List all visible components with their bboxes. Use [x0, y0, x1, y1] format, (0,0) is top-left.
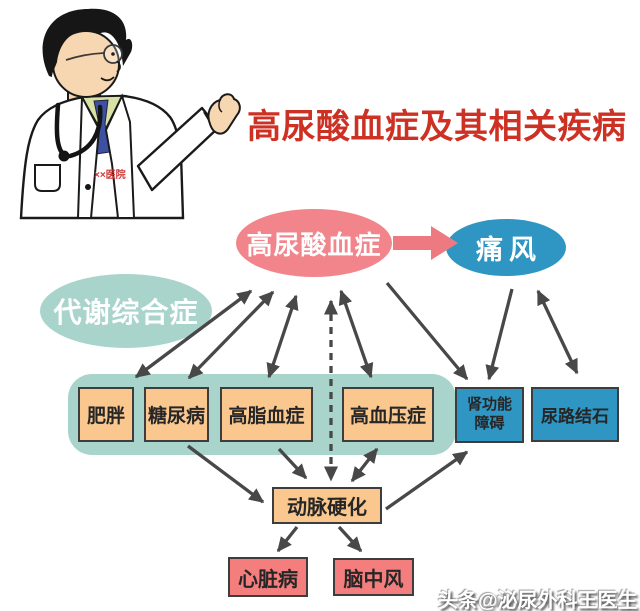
node-hyperuricemia-label: 高尿酸血症 [246, 229, 382, 260]
edge-arteriosclerosis-heart [276, 525, 299, 553]
stethoscope-chestpiece [58, 150, 70, 162]
node-hyperuricemia: 高尿酸血症 [236, 209, 392, 277]
edge-gout-stones [536, 289, 579, 375]
page-title: 高尿酸血症及其相关疾病 [247, 108, 627, 146]
doctor-hair [42, 8, 133, 78]
edge-hyperuricemia-hypertension [338, 289, 374, 379]
doctor-lapel-left [76, 93, 101, 219]
node-urinary-stones-label: 尿路结石 [541, 407, 609, 426]
node-obesity: 肥胖 [78, 387, 134, 442]
edge-arteriosclerosis-stroke [337, 525, 363, 553]
node-gout-label: 痛风 [476, 235, 542, 265]
node-arteriosclerosis-label: 动脉硬化 [287, 497, 367, 519]
watermark: 头条@泌尿外科王医生 [438, 590, 638, 611]
node-diabetes: 糖尿病 [144, 387, 209, 442]
edge-hyperuricemia-hyperlipidemia [266, 294, 299, 379]
hand-thumb-line [218, 99, 223, 113]
glasses-temple [65, 52, 105, 61]
stethoscope-tube-right [67, 104, 103, 159]
coat-pocket [34, 164, 61, 192]
node-obesity-label: 肥胖 [86, 406, 125, 427]
doctor-nose [116, 60, 121, 73]
edge-hyperuricemia-renal [385, 281, 469, 381]
node-metabolic-syndrome: 代谢综合症 [40, 274, 212, 348]
node-stroke-label: 脑中风 [343, 568, 404, 591]
node-hypertension: 高血压症 [342, 387, 434, 442]
node-heart-disease-label: 心脏病 [238, 568, 298, 591]
node-stroke: 脑中风 [333, 558, 414, 596]
renal-label-line1: 肾功能 [466, 396, 512, 414]
renal-label-line2: 障碍 [474, 415, 505, 432]
doctor-eye [111, 52, 115, 56]
node-arteriosclerosis: 动脉硬化 [272, 487, 382, 524]
edge-gout-renal [485, 288, 514, 381]
node-urinary-stones: 尿路结石 [531, 387, 619, 442]
node-renal-dysfunction-label: 肾功能 障碍 [467, 396, 512, 434]
doctor-hand [207, 93, 241, 135]
node-renal-dysfunction: 肾功能 障碍 [455, 387, 524, 443]
node-diabetes-label: 糖尿病 [147, 406, 205, 427]
node-hyperlipidemia: 高脂血症 [220, 387, 313, 442]
coat-button [85, 184, 91, 190]
doctor-illustration: ××医院 [19, 8, 241, 220]
doctor-lapel-right [104, 93, 136, 219]
node-metabolic-syndrome-label: 代谢综合症 [53, 297, 199, 328]
node-heart-disease: 心脏病 [228, 557, 308, 597]
node-gout: 痛风 [446, 219, 566, 276]
doctor-mouth [100, 76, 115, 82]
hospital-badge: ××医院 [94, 168, 126, 181]
node-hypertension-label: 高血压症 [349, 406, 426, 427]
node-hyperlipidemia-label: 高脂血症 [228, 406, 305, 427]
edge-arteriosclerosis-renal [385, 450, 469, 511]
